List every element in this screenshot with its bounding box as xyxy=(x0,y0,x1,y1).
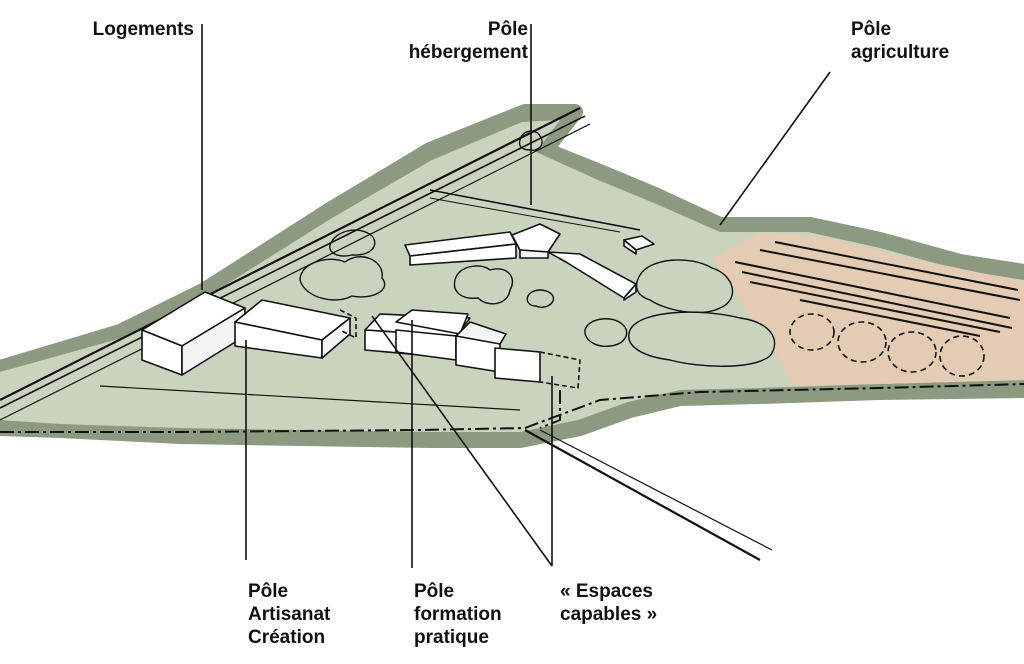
buildings xyxy=(141,223,655,389)
label-pole-hebergement: Pôle hébergement xyxy=(408,19,528,63)
label-pole-artisanat: Pôle Artisanat Création xyxy=(248,581,331,648)
field-hatching xyxy=(734,241,1021,337)
leader-espaces-1 xyxy=(371,315,553,567)
roads xyxy=(0,107,773,561)
label-pole-agriculture: Pôle agriculture xyxy=(851,19,950,63)
label-logements: Logements xyxy=(92,19,194,40)
leader-agriculture xyxy=(719,71,831,226)
site-boundary xyxy=(0,383,1024,433)
leader-lines xyxy=(201,24,831,568)
field-plots xyxy=(789,313,985,377)
label-pole-formation: Pôle formation pratique xyxy=(414,581,502,648)
agriculture-field xyxy=(712,232,1024,386)
label-espaces-capables: « Espaces capables » xyxy=(560,581,658,625)
tree-clumps xyxy=(299,130,776,367)
